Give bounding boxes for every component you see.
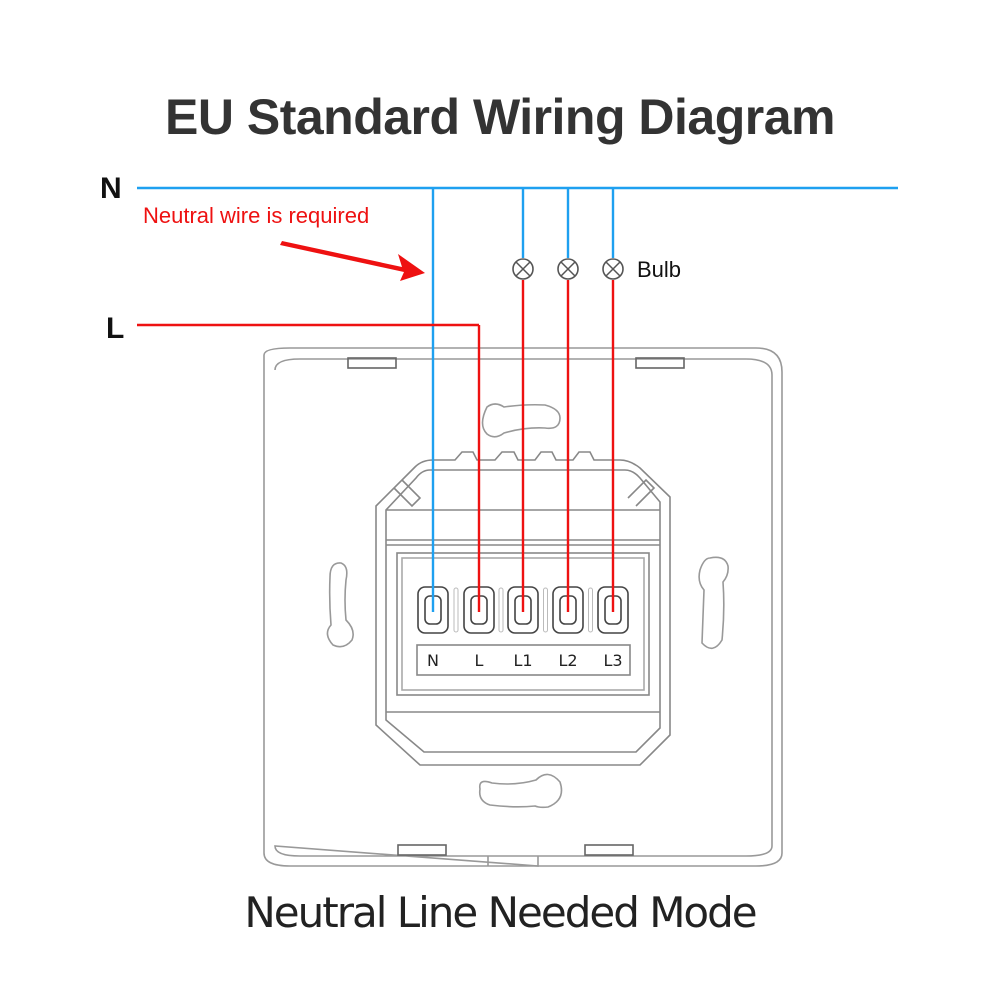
neutral-required-annotation: Neutral wire is required <box>143 203 369 228</box>
arrow-icon <box>280 241 425 281</box>
bulb-cross-circle-icon <box>512 258 534 280</box>
terminal-label: L3 <box>603 651 622 670</box>
diagram-title: EU Standard Wiring Diagram <box>165 89 835 145</box>
live-label: L <box>106 312 124 345</box>
bulb-cross-circle-icon <box>557 258 579 280</box>
terminal-label: L <box>475 651 484 670</box>
mode-caption: Neutral Line Needed Mode <box>244 888 757 937</box>
neutral-label: N <box>100 172 122 205</box>
wires <box>137 186 898 612</box>
terminal-label: L2 <box>558 651 577 670</box>
terminal-label: L1 <box>513 651 532 670</box>
terminal-label: N <box>427 651 439 670</box>
bulb-label: Bulb <box>637 257 681 282</box>
bulb-cross-circle-icon <box>602 258 624 280</box>
switch-module <box>375 451 671 766</box>
switch-back-plate <box>263 347 783 867</box>
bulbs <box>512 258 624 280</box>
